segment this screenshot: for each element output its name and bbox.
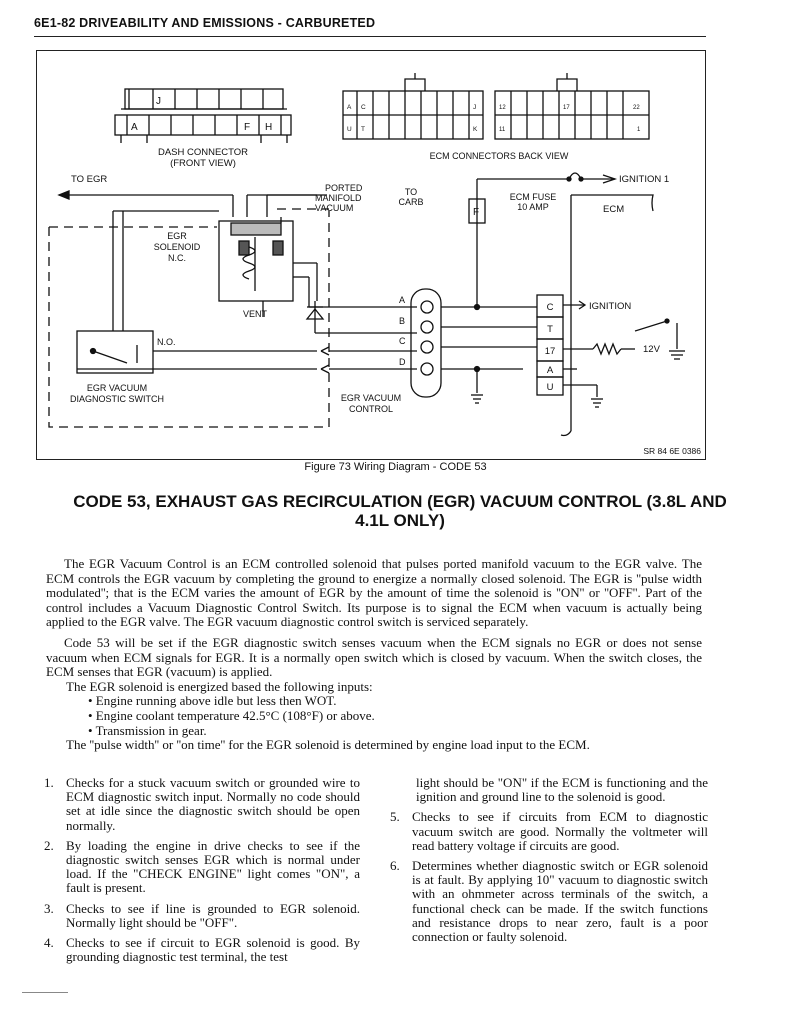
page-header: 6E1-82 DRIVEABILITY AND EMISSIONS - CARB… <box>34 16 376 30</box>
paragraph-4: The ''pulse width'' or ''on time'' for t… <box>66 737 590 753</box>
ecm-label: ECM <box>603 204 624 215</box>
fuse-letter: F <box>473 207 479 218</box>
dash-pin-a: A <box>131 122 138 133</box>
list-right-column: light should be "ON" if the ECM is funct… <box>390 775 708 950</box>
to-carb-line1: TO <box>405 187 417 197</box>
bullet-1: • Engine running above idle but less the… <box>88 693 337 709</box>
wiring-diagram: J A F H DASH CONNECTOR (FRONT VIEW) A C … <box>48 73 701 456</box>
paragraph-1: The EGR Vacuum Control is an ECM control… <box>46 556 702 630</box>
ecm-fuse-line2: 10 AMP <box>517 202 549 212</box>
figure-ref: SR 84 6E 0386 <box>643 446 701 456</box>
ignition-label: IGNITION <box>589 301 631 312</box>
list-left-column: 1. Checks for a stuck vacuum switch or gr… <box>44 775 360 970</box>
list-item: 4. Checks to see if circuit to EGR soleno… <box>44 935 360 965</box>
ecm-pin-11: 11 <box>499 127 506 133</box>
bullet-2: • Engine coolant temperature 42.5°C (108… <box>88 707 375 723</box>
volt-label: 12V <box>643 344 661 355</box>
ecm-pin-12: 12 <box>499 105 506 111</box>
ecm-pin-a: A <box>347 104 352 111</box>
dash-connector-label: DASH CONNECTOR <box>158 147 248 158</box>
egr-control-line2: CONTROL <box>349 404 393 414</box>
ecm-pin-t: T <box>361 126 365 133</box>
list-text: Checks to see if circuits from ECM to di… <box>412 809 708 853</box>
ecm-pin-1: 1 <box>637 127 641 133</box>
list-number: 6. <box>390 858 400 874</box>
connector-pin-d: D <box>399 357 406 367</box>
dash-pin-j: J <box>156 96 161 107</box>
ecm-pin-u: U <box>347 126 352 133</box>
footer-rule <box>22 992 68 993</box>
dash-connector-view: (FRONT VIEW) <box>170 158 236 169</box>
egr-solenoid-line1: EGR <box>167 231 187 241</box>
paragraph-2: Code 53 will be set if the EGR diagnosti… <box>46 634 702 680</box>
ported-line1: PORTED <box>325 183 363 193</box>
wiring-diagram-figure: J A F H DASH CONNECTOR (FRONT VIEW) A C … <box>36 50 706 460</box>
ignition1-label: IGNITION 1 <box>619 174 669 185</box>
figure-caption: Figure 73 Wiring Diagram - CODE 53 <box>304 461 487 473</box>
bullet-3: • Transmission in gear. <box>88 722 207 738</box>
ported-line3: VACUUM <box>315 203 353 213</box>
ecm-pin-17: 17 <box>563 105 570 111</box>
section-title: CODE 53, EXHAUST GAS RECIRCULATION (EGR)… <box>73 492 727 530</box>
no-label: N.O. <box>157 337 176 347</box>
egr-solenoid-line3: N.C. <box>168 253 186 263</box>
ecm-pin-k: K <box>473 126 478 133</box>
list-item: 2. By loading the engine in drive checks … <box>44 837 360 896</box>
list-number: 5. <box>390 809 400 825</box>
list-number: 4. <box>44 935 54 951</box>
paragraph-3: The EGR solenoid is energized based the … <box>66 678 373 694</box>
list-item: 1. Checks for a stuck vacuum switch or gr… <box>44 775 360 833</box>
list-number: 3. <box>44 900 54 916</box>
list-text: Checks to see if circuit to EGR solenoid… <box>66 935 360 965</box>
list-item: 5. Checks to see if circuits from ECM to … <box>390 810 708 853</box>
list-number: 1. <box>44 775 54 790</box>
connector-pin-c: C <box>399 336 406 346</box>
list-text: By loading the engine in drive checks to… <box>66 837 360 896</box>
egr-switch-line2: DIAGNOSTIC SWITCH <box>70 394 164 404</box>
ecm-fuse-line1: ECM FUSE <box>510 192 557 202</box>
list-text: Checks for a stuck vacuum switch or grou… <box>66 775 360 833</box>
body-text: The EGR Vacuum Control is an ECM control… <box>46 556 702 753</box>
ecm-term-17: 17 <box>545 346 556 357</box>
list-text: Determines whether diagnostic switch or … <box>412 858 708 945</box>
dash-pin-h: H <box>265 122 272 133</box>
to-egr-label: TO EGR <box>71 174 107 185</box>
list-number: 2. <box>44 837 54 853</box>
header-rule <box>34 36 706 37</box>
list-item: 3. Checks to see if line is grounded to E… <box>44 900 360 930</box>
ecm-connectors-label: ECM CONNECTORS BACK VIEW <box>430 151 569 161</box>
connector-pin-a: A <box>399 295 405 305</box>
ecm-term-t: T <box>547 324 553 335</box>
list-continuation: light should be "ON" if the ECM is funct… <box>416 775 708 805</box>
ported-line2: MANIFOLD <box>315 193 362 203</box>
list-text: Checks to see if line is grounded to EGR… <box>66 900 360 930</box>
list-item: 6. Determines whether diagnostic switch o… <box>390 858 708 945</box>
ecm-pin-j: J <box>473 104 476 111</box>
dash-pin-f: F <box>244 122 250 133</box>
ecm-pin-22: 22 <box>633 105 640 111</box>
egr-switch-line1: EGR VACUUM <box>87 383 147 393</box>
egr-solenoid-line2: SOLENOID <box>154 242 201 252</box>
vent-label: VENT <box>243 309 268 319</box>
ecm-term-c: C <box>547 302 554 313</box>
to-carb-line2: CARB <box>398 197 423 207</box>
connector-pin-b: B <box>399 316 405 326</box>
ecm-pin-c: C <box>361 104 366 111</box>
egr-control-line1: EGR VACUUM <box>341 393 401 403</box>
ecm-term-u: U <box>547 382 554 393</box>
ecm-term-a: A <box>547 365 554 376</box>
